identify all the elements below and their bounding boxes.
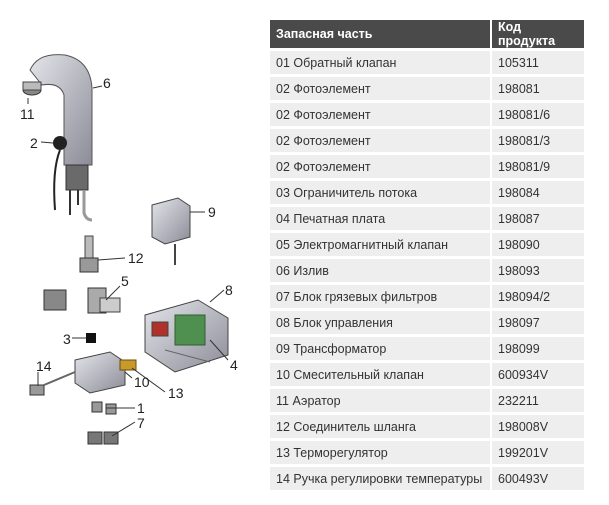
callout-1: 1	[137, 400, 145, 416]
callout-11: 11	[20, 106, 35, 122]
cell-part: 10 Смесительный клапан	[270, 363, 492, 386]
cell-code: 198084	[492, 181, 584, 204]
header-code: Код продукта	[492, 20, 584, 48]
cell-code: 105311	[492, 51, 584, 74]
cell-part: 02 Фотоэлемент	[270, 129, 492, 152]
cell-code: 198099	[492, 337, 584, 360]
cell-part: 05 Электромагнитный клапан	[270, 233, 492, 256]
spout-part	[29, 54, 93, 222]
cell-code: 198093	[492, 259, 584, 282]
cell-part: 13 Терморегулятор	[270, 441, 492, 464]
callout-3: 3	[63, 331, 71, 347]
callout-8: 8	[225, 282, 233, 298]
callout-9: 9	[208, 204, 216, 220]
cell-part: 11 Аэратор	[270, 389, 492, 412]
callout-4: 4	[230, 357, 238, 373]
header-part: Запасная часть	[270, 20, 492, 48]
cell-code: 198081/6	[492, 103, 584, 126]
cell-code: 198087	[492, 207, 584, 230]
cell-code: 198081/3	[492, 129, 584, 152]
solenoid-valve-part	[43, 287, 121, 314]
cell-part: 08 Блок управления	[270, 311, 492, 334]
callout-13: 13	[168, 385, 184, 401]
exploded-parts-diagram: 6 11 2 9 12 5 8 3 4 14 10 13 1 7	[20, 54, 238, 445]
cell-part: 02 Фотоэлемент	[270, 155, 492, 178]
cell-code: 600493V	[492, 467, 584, 490]
leader-lines	[27, 85, 229, 437]
mixing-valve-part	[29, 351, 137, 396]
cell-part: 07 Блок грязевых фильтров	[270, 285, 492, 308]
control-unit-part	[144, 299, 229, 373]
cell-code: 198081	[492, 77, 584, 100]
cell-part: 01 Обратный клапан	[270, 51, 492, 74]
callout-2: 2	[30, 135, 38, 151]
cell-code: 198097	[492, 311, 584, 334]
cell-code: 199201V	[492, 441, 584, 464]
cell-code: 198081/9	[492, 155, 584, 178]
cell-code: 232211	[492, 389, 584, 412]
spare-parts-table: Запасная часть Код продукта 01 Обратный …	[270, 17, 584, 493]
cell-part: 03 Ограничитель потока	[270, 181, 492, 204]
cell-code: 198090	[492, 233, 584, 256]
callout-5: 5	[121, 273, 129, 289]
cell-part: 02 Фотоэлемент	[270, 77, 492, 100]
table-header-row: Запасная часть Код продукта	[270, 20, 584, 48]
cell-part: 06 Излив	[270, 259, 492, 282]
cell-part: 09 Трансформатор	[270, 337, 492, 360]
photocell-part	[53, 136, 67, 211]
callout-14: 14	[36, 358, 52, 374]
callout-7: 7	[137, 415, 145, 431]
cell-part: 02 Фотоэлемент	[270, 103, 492, 126]
flow-limiter-part	[86, 333, 96, 343]
cell-part: 12 Соединитель шланга	[270, 415, 492, 438]
cell-part: 04 Печатная плата	[270, 207, 492, 230]
callout-6: 6	[103, 75, 111, 91]
cell-part: 14 Ручка регулировки температуры	[270, 467, 492, 490]
cell-code: 600934V	[492, 363, 584, 386]
transformer-part	[151, 197, 191, 265]
cell-code: 198008V	[492, 415, 584, 438]
hose-connector-part	[79, 235, 99, 273]
cell-code: 198094/2	[492, 285, 584, 308]
callout-12: 12	[128, 250, 144, 266]
callout-10: 10	[134, 374, 150, 390]
aerator-part	[22, 81, 42, 96]
